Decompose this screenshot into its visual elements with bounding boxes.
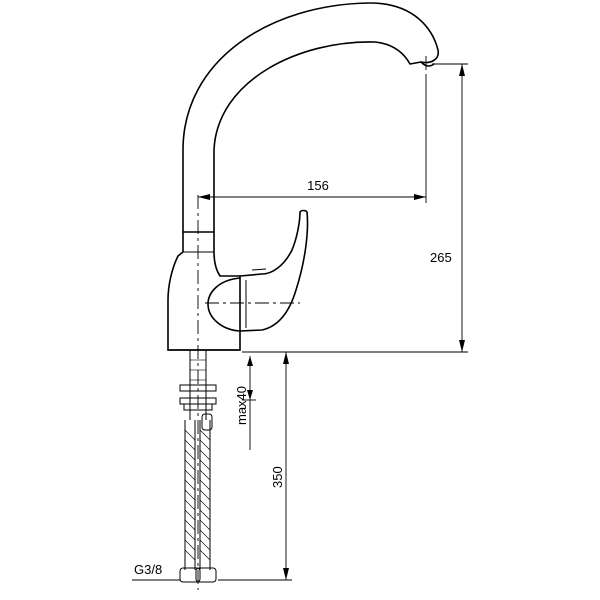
spout [182,2,440,233]
dimension-max-thickness: max40 [234,356,256,450]
hose-fitting-right [195,567,217,583]
center-lines [197,56,427,590]
dimension-height: 265 [242,63,468,353]
lever-handle [239,209,309,332]
spout-outlet-edge [409,61,422,65]
hose-length-label: 350 [270,466,285,488]
faucet-body [167,231,241,351]
spout-body [182,2,440,233]
handle-marker [251,268,267,271]
dimension-hose-length: 350 [218,352,292,581]
hose-braid [184,429,211,561]
stud-nut [201,413,213,431]
hose-right [199,420,211,570]
hose-fitting-left [179,567,201,583]
dimension-reach: 156 [198,76,427,203]
body-outline [167,231,241,351]
reach-label: 156 [307,178,329,193]
cartridge-dome [207,277,241,332]
hose-left [184,420,196,570]
max-thickness-label: max40 [234,386,249,425]
aerator-tip [420,61,435,67]
thread-callout: G3/8 [132,562,180,581]
height-label: 265 [430,250,452,265]
thread-label: G3/8 [134,562,162,577]
handle-assembly [207,209,309,332]
